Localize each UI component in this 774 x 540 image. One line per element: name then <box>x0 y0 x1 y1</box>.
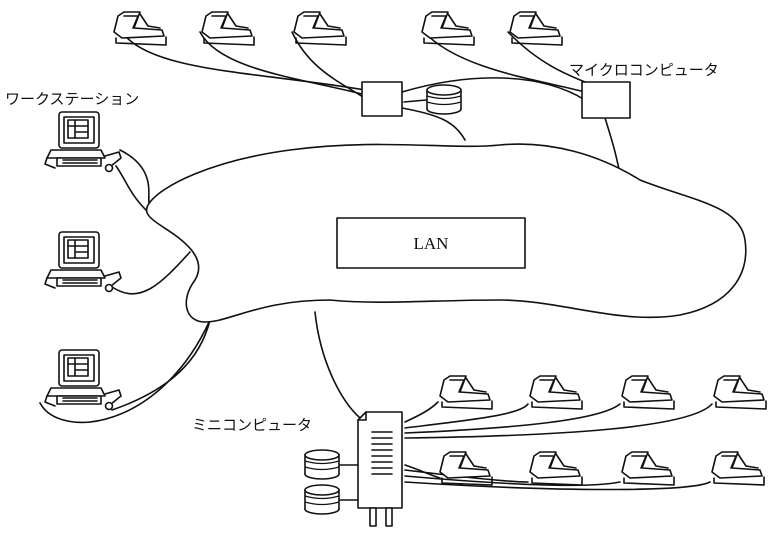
terminal-icon <box>712 452 764 485</box>
terminal-icon <box>422 12 474 45</box>
terminal-icon <box>714 376 766 409</box>
workstation-icon <box>45 350 121 410</box>
disk-drive-icon <box>305 450 339 479</box>
microcomputer-box <box>582 82 630 118</box>
terminal-icon <box>622 376 674 409</box>
minicomputer-icon <box>358 412 402 526</box>
terminal-icon <box>202 12 254 45</box>
workstation-icon <box>45 232 121 292</box>
controller-box <box>362 82 402 116</box>
terminal-icon <box>294 12 346 45</box>
terminal-icon <box>622 452 674 485</box>
disk-drive-icon <box>305 485 339 514</box>
terminal-icon <box>440 376 492 409</box>
workstation-label: ワークステーション <box>5 90 139 108</box>
lan-label: LAN <box>414 234 449 253</box>
disk-drive-icon <box>427 85 461 114</box>
terminal-icon <box>510 12 562 45</box>
terminal-icon <box>530 452 582 485</box>
workstation-icon <box>45 112 121 172</box>
minicomputer-label: ミニコンピュータ <box>192 416 312 434</box>
microcomputer-label: マイクロコンピュータ <box>569 61 719 79</box>
terminal-icon <box>530 376 582 409</box>
terminal-icon <box>114 12 166 45</box>
